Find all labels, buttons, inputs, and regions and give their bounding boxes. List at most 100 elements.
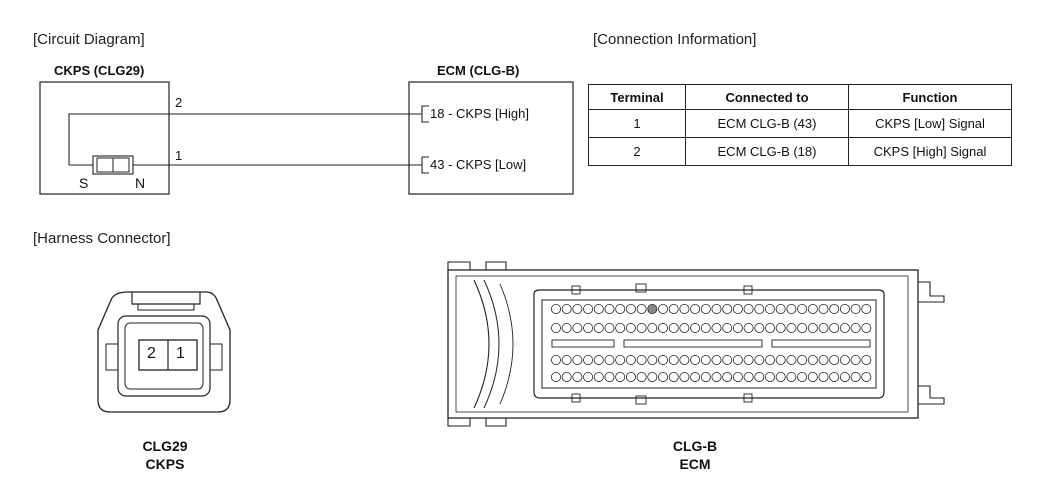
ecm-pin-cavity — [732, 354, 743, 365]
ecm-pin-cavity — [572, 354, 583, 365]
circuit-diagram-title: [Circuit Diagram] — [33, 31, 145, 48]
ecm-pin-cavity — [615, 371, 626, 382]
ecm-pin-cavity — [797, 371, 808, 382]
ecm-pin-cavity — [786, 354, 797, 365]
ecm-pin-cavity — [807, 322, 818, 333]
ecm-pin-cavity — [850, 354, 861, 365]
harness-connector-title: [Harness Connector] — [33, 230, 171, 247]
ecm-pin-cavity — [572, 371, 583, 382]
ecm-pin-cavity — [593, 322, 604, 333]
ecm-pin-cavity — [690, 354, 701, 365]
ecm-pin-cavity — [551, 322, 562, 333]
ecm-pin-cavity — [700, 303, 711, 314]
ecm-pin-cavity — [561, 322, 572, 333]
table-header: Connected to — [685, 84, 849, 110]
table-header-row: Terminal Connected to Function — [588, 84, 1012, 110]
ecm-pin-cavity — [743, 322, 754, 333]
ecm-pin-cavity — [829, 322, 840, 333]
ecm-pin-cavity — [818, 354, 829, 365]
pole-s-label: S — [79, 175, 89, 191]
ecm-pin-cavity — [829, 354, 840, 365]
ecm-pin-cavity — [861, 322, 872, 333]
ecm-pin-cavity — [593, 371, 604, 382]
ecm-pin-cavity — [615, 303, 626, 314]
ecm-pin-cavity — [593, 303, 604, 314]
ecm-pin-cavity — [658, 371, 669, 382]
ecm-pin-cavity — [679, 322, 690, 333]
ecm-pin-cavity — [551, 303, 562, 314]
ecm-box-title: ECM (CLG-B) — [437, 63, 520, 78]
ecm-pin-cavity — [839, 322, 850, 333]
table-header: Terminal — [588, 84, 686, 110]
connection-information-title: [Connection Information] — [593, 31, 757, 48]
ecm-pin-cavity — [829, 303, 840, 314]
ecm-pin-cavity — [604, 354, 615, 365]
ecm-pin-low-label: 43 - CKPS [Low] — [430, 157, 527, 172]
ecm-pin-cavity — [743, 354, 754, 365]
ecm-pin-cavity — [625, 303, 636, 314]
ecm-pin-cavity — [775, 371, 786, 382]
ecm-pin-cavity — [636, 371, 647, 382]
ecm-pin-cavity — [625, 354, 636, 365]
ecm-pin-cavity — [572, 322, 583, 333]
ecm-pin-cavity — [786, 322, 797, 333]
ecm-pin-high-label: 18 - CKPS [High] — [430, 106, 529, 121]
table-cell: CKPS [High] Signal — [848, 137, 1012, 166]
ecm-pin-cavity — [658, 354, 669, 365]
ecm-pin-cavity — [679, 371, 690, 382]
sensor-box-title: CKPS (CLG29) — [54, 63, 145, 78]
ecm-pin-cavity — [700, 354, 711, 365]
ecm-pin-cavity — [765, 303, 776, 314]
ecm-pin-cavity — [786, 303, 797, 314]
clgb-caption-desc: ECM — [679, 456, 711, 472]
ecm-pin-cavity — [572, 303, 583, 314]
ecm-pin-cavity — [690, 303, 701, 314]
ecm-pin-cavity — [775, 354, 786, 365]
ecm-pin-cavity — [807, 371, 818, 382]
ecm-pin-cavity — [861, 303, 872, 314]
ecm-pin-cavity — [690, 322, 701, 333]
ecm-pin-cavity — [754, 371, 765, 382]
ecm-pin-cavity — [765, 322, 776, 333]
ecm-pin-cavity — [839, 354, 850, 365]
ecm-pin-cavity — [636, 322, 647, 333]
ecm-pin-cavity — [722, 371, 733, 382]
ecm-pin-cavity — [850, 371, 861, 382]
ecm-pin-18-bracket — [421, 105, 429, 123]
ecm-pin-cavity — [604, 322, 615, 333]
ecm-pin-cavity — [722, 322, 733, 333]
table-cell: ECM CLG-B (43) — [685, 109, 849, 138]
ecm-pin-cavity — [743, 303, 754, 314]
ecm-pin-cavity — [647, 303, 658, 314]
ecm-pin-cavity — [797, 322, 808, 333]
ecm-pin-cavity — [807, 354, 818, 365]
ecm-pin-cavity — [765, 354, 776, 365]
wire-high — [68, 113, 422, 165]
clg29-caption-name: CLG29 — [142, 438, 188, 454]
clg29-pin-2: 2 — [147, 345, 156, 362]
ecm-pin-rows — [551, 303, 872, 382]
ecm-pin-cavity — [583, 371, 594, 382]
ecm-pin-cavity — [561, 303, 572, 314]
ecm-pin-cavity — [615, 354, 626, 365]
ecm-pin-cavity — [850, 303, 861, 314]
ecm-pin-cavity — [561, 371, 572, 382]
ecm-pin-cavity — [647, 322, 658, 333]
clgb-caption-name: CLG-B — [672, 438, 718, 454]
ecm-pin-cavity — [722, 354, 733, 365]
ecm-pin-cavity — [722, 303, 733, 314]
ecm-pin-cavity — [636, 354, 647, 365]
ecm-pin-cavity — [668, 322, 679, 333]
ecm-pin-cavity — [754, 322, 765, 333]
ecm-pin-cavity — [807, 303, 818, 314]
ecm-pin-cavity — [818, 371, 829, 382]
ecm-pin-cavity — [668, 303, 679, 314]
ecm-pin-cavity — [743, 371, 754, 382]
ecm-pin-cavity — [797, 303, 808, 314]
ecm-pin-cavity — [679, 303, 690, 314]
clgb-caption: CLG-B ECM — [660, 437, 730, 473]
ecm-pin-cavity — [775, 303, 786, 314]
wire-pin-1-label: 1 — [175, 148, 183, 163]
ecm-box — [408, 81, 574, 195]
table-cell: ECM CLG-B (18) — [685, 137, 849, 166]
